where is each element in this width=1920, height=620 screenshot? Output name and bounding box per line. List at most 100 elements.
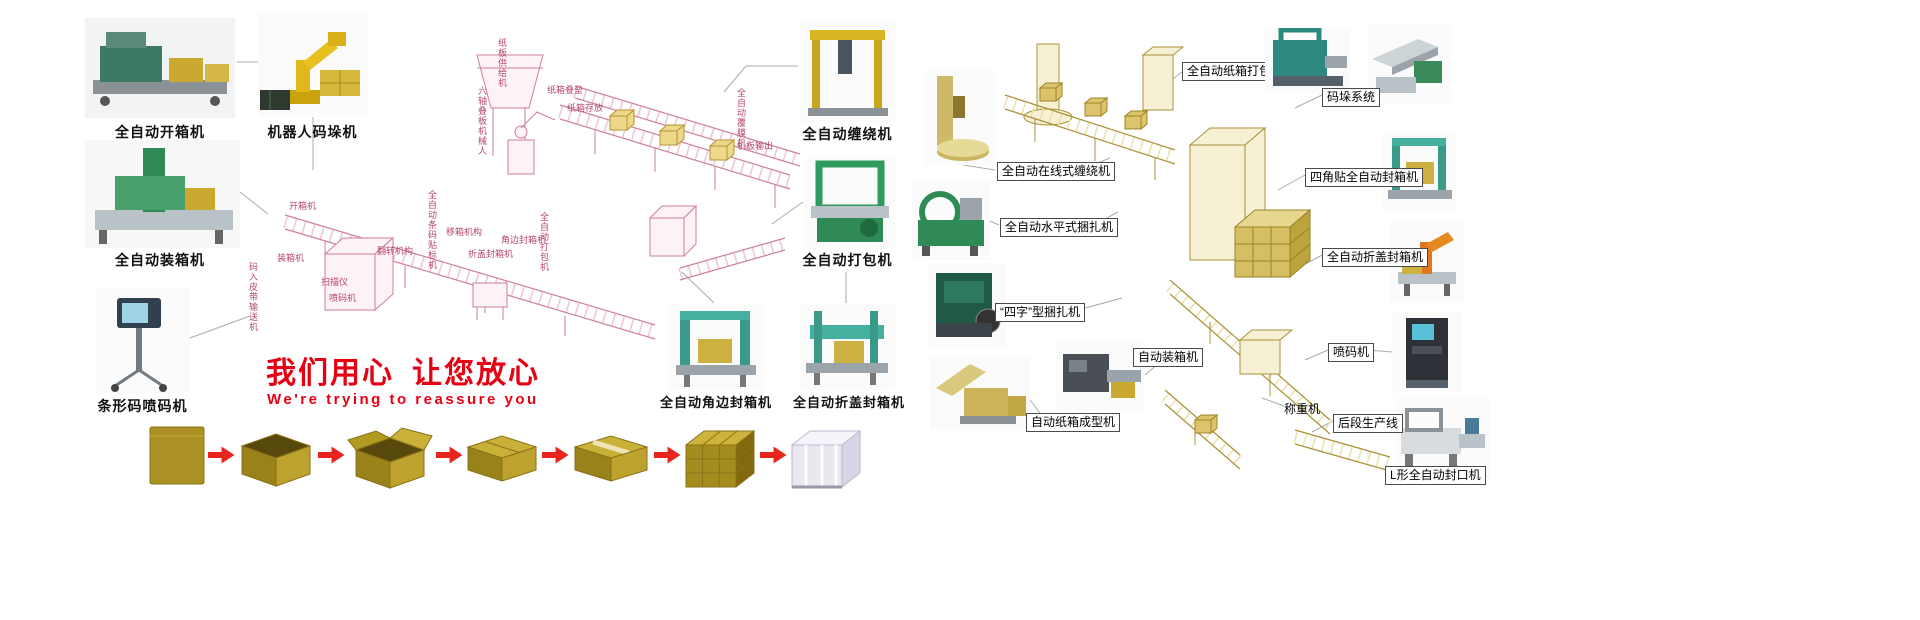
photo-wrapper <box>800 22 895 122</box>
label-carton-strapper: 全自动纸箱打包机 <box>1182 62 1289 81</box>
stage-palletized-stack <box>684 429 756 489</box>
label-carton-former: 自动纸箱成型机 <box>1026 413 1121 432</box>
scanner-table <box>472 282 508 320</box>
right-top-conveyor <box>1003 94 1177 180</box>
corner-sealer-illustration <box>668 305 763 390</box>
flow-arrow <box>435 446 463 464</box>
mini-label-board-output: 机板输出 <box>737 141 774 151</box>
stage-wrapped-pallet <box>790 429 862 489</box>
strapper-machine-block <box>648 204 698 258</box>
label-l-sealer: L形全自动封口机 <box>1385 466 1486 485</box>
link-conveyor <box>678 237 787 281</box>
photo-horizontal-strapper <box>912 182 990 260</box>
conveyor-top-rear <box>573 85 800 167</box>
four-type-strapper-illustration <box>928 263 1006 348</box>
barcode-printer-illustration <box>95 288 190 393</box>
carton-strapper-illustration <box>1265 28 1350 93</box>
label-flap-fold-sealer: 全自动折盖封箱机 <box>1322 248 1429 267</box>
label-wrapper: 全自动缠绕机 <box>802 126 893 142</box>
flap-sealer-illustration <box>800 305 895 390</box>
mini-label-packer: 装箱机 <box>277 253 305 263</box>
slogan-chinese: 我们用心让您放心 <box>266 348 540 392</box>
photo-auto-case-packer <box>1055 340 1145 410</box>
auto-case-packer-illustration <box>1055 340 1145 410</box>
photo-robot-palletizer <box>258 12 368 117</box>
mini-label-board-feeder: 纸板供给机 <box>497 38 507 88</box>
case-packer-block <box>323 236 395 312</box>
l-sealer-illustration <box>1395 398 1490 478</box>
carton-former-illustration <box>930 358 1030 430</box>
stage-opened-box <box>240 433 312 487</box>
wrapper-illustration <box>800 22 895 122</box>
label-palletizing-system: 码垛系统 <box>1322 88 1381 107</box>
label-inkjet-coder: 喷码机 <box>1328 343 1375 362</box>
label-online-wrapper: 全自动在线式缠绕机 <box>997 162 1116 181</box>
label-strapper: 全自动打包机 <box>802 252 893 268</box>
robot-palletizer-illustration <box>258 12 368 117</box>
stage-flat-blank <box>149 426 205 485</box>
online-wrapper-illustration <box>925 70 995 165</box>
label-horizontal-strapper: 全自动水平式捆扎机 <box>1000 218 1119 237</box>
photo-barcode-printer <box>95 288 190 393</box>
label-auto-case-packer: 自动装箱机 <box>1133 348 1204 367</box>
center-line-drawing <box>283 54 800 340</box>
label-four-corner-sealer: 四角贴全自动封箱机 <box>1305 168 1424 187</box>
label-weigher: 称重机 <box>1284 402 1321 416</box>
label-corner-sealer: 全自动角边封箱机 <box>660 395 773 410</box>
slogan-part2: 让您放心 <box>412 357 540 390</box>
photo-case-opener <box>85 18 235 118</box>
weigher-block <box>1238 329 1294 375</box>
photo-flap-sealer <box>800 305 895 390</box>
flow-arrow <box>653 446 681 464</box>
conveyor-top-front <box>558 104 792 208</box>
right-line-drawing <box>1003 43 1392 472</box>
strapper-gantry <box>1141 46 1185 111</box>
right-bottom-conveyor <box>1293 429 1392 472</box>
mini-label-opener: 开箱机 <box>289 201 317 211</box>
stage-folded-box <box>466 435 538 482</box>
flow-arrow <box>541 446 569 464</box>
right-cartons-top <box>1038 81 1149 131</box>
stage-sealed-box <box>573 435 649 482</box>
mini-label-carton-stack: 纸箱叠垒 <box>547 85 584 95</box>
photo-online-wrapper <box>925 70 995 165</box>
mini-label-scanner: 扫描仪 <box>321 277 349 287</box>
mini-label-belt-conveyor: 码入皮带输送机 <box>248 262 258 332</box>
mini-label-flap-closer: 折盖封箱机 <box>468 249 514 259</box>
photo-l-sealer <box>1395 398 1490 478</box>
carton-forming-sequence <box>148 410 864 500</box>
mini-label-film-laminator: 全自动覆膜机 <box>736 88 746 148</box>
right-carton-bottom <box>1193 413 1219 435</box>
palletizing-system-illustration <box>1368 25 1453 105</box>
case-packer-illustration <box>85 140 240 248</box>
mini-label-turnover: 翻转机构 <box>377 246 414 256</box>
mini-label-barcode-labeler: 全自动条码贴标机 <box>427 190 437 270</box>
flow-arrow <box>207 446 235 464</box>
inkjet-coder-illustration <box>1392 312 1462 392</box>
horizontal-strapper-illustration <box>912 182 990 260</box>
label-barcode-printer: 条形码喷码机 <box>97 398 188 414</box>
label-flap-sealer: 全自动折盖封箱机 <box>793 395 906 410</box>
case-opener-illustration <box>85 18 235 118</box>
photo-carton-strapper <box>1265 28 1350 93</box>
photo-four-type-strapper <box>928 263 1006 348</box>
photo-carton-former <box>930 358 1030 430</box>
label-case-opener: 全自动开箱机 <box>115 124 205 140</box>
label-case-packer: 全自动装箱机 <box>115 252 205 268</box>
photo-corner-sealer <box>668 305 763 390</box>
label-backend-line: 后段生产线 <box>1333 414 1404 433</box>
slogan-part1: 我们用心 <box>266 357 394 390</box>
photo-palletizing-system <box>1368 25 1453 105</box>
pallet-stack <box>1233 208 1312 279</box>
mini-label-six-axis-robot: 六轴叠板机械人 <box>477 86 487 156</box>
strapper-illustration <box>805 158 895 248</box>
photo-inkjet-coder <box>1392 312 1462 392</box>
mini-label-carton-storage: 纸箱存放 <box>567 103 604 113</box>
six-axis-robot <box>507 111 556 175</box>
photo-case-packer <box>85 140 240 248</box>
slogan-english: We're trying to reassure you <box>267 391 539 408</box>
mini-label-box-shifter: 移箱机构 <box>446 227 483 237</box>
label-robot-palletizer: 机器人码垛机 <box>267 124 358 140</box>
mini-label-auto-strapper: 全自动打包机 <box>539 212 549 272</box>
